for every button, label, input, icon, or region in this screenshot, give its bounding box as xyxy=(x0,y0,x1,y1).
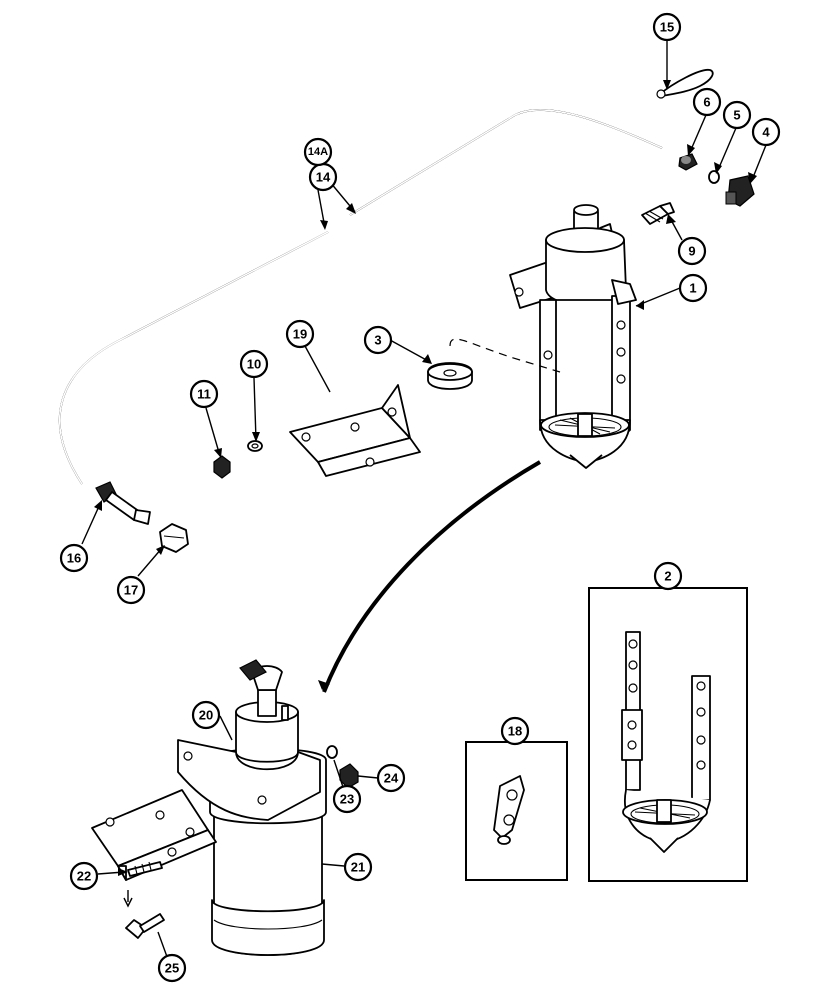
compression-nut xyxy=(678,153,698,171)
callout-20: 20 xyxy=(191,700,221,730)
callout-19: 19 xyxy=(285,319,315,349)
callout-label: 23 xyxy=(340,792,354,807)
callout-label: 2 xyxy=(664,569,671,584)
relocation-arrow xyxy=(322,460,542,693)
elbow-fitting xyxy=(725,175,755,207)
callout-18: 18 xyxy=(500,716,530,746)
callout-label: 4 xyxy=(762,125,770,140)
callout-label: 14 xyxy=(316,170,331,185)
callout-label: 11 xyxy=(197,387,211,402)
callout-label: 9 xyxy=(688,244,695,259)
callout-15: 15 xyxy=(652,12,682,42)
callout-6: 6 xyxy=(692,87,722,117)
callout-label: 14A xyxy=(308,146,328,158)
callout-label: 21 xyxy=(351,860,365,875)
callout-label: 22 xyxy=(77,869,91,884)
callout-label: 17 xyxy=(124,583,138,598)
callout-17: 17 xyxy=(116,575,146,605)
nut-part xyxy=(213,455,231,479)
callout-label: 5 xyxy=(733,108,740,123)
plug-part xyxy=(427,362,473,390)
callout-3: 3 xyxy=(363,325,393,355)
callout-14: 14 xyxy=(308,162,338,192)
callout-11: 11 xyxy=(189,379,219,409)
connector-fitting xyxy=(95,481,151,525)
callout-label: 16 xyxy=(67,551,81,566)
callout-label: 3 xyxy=(374,333,381,348)
callout-21: 21 xyxy=(343,852,373,882)
callout-25: 25 xyxy=(157,953,187,983)
tube-line xyxy=(58,108,663,485)
callout-5: 5 xyxy=(722,100,752,130)
callout-label: 20 xyxy=(199,708,213,723)
callout-label: 24 xyxy=(384,771,399,786)
kit-box-18 xyxy=(465,741,568,881)
receiver-dryer xyxy=(91,659,359,956)
callout-22: 22 xyxy=(69,861,99,891)
callout-24: 24 xyxy=(376,763,406,793)
callout-label: 18 xyxy=(508,724,522,739)
callout-4: 4 xyxy=(751,117,781,147)
callout-10: 10 xyxy=(239,349,269,379)
callout-label: 10 xyxy=(247,357,261,372)
clamp-part xyxy=(656,69,714,99)
angle-bracket xyxy=(289,384,421,477)
callout-16: 16 xyxy=(59,543,89,573)
washer-part xyxy=(247,440,263,452)
filter-assembly xyxy=(509,204,637,469)
callout-1: 1 xyxy=(678,273,708,303)
callout-label: 19 xyxy=(293,327,307,342)
hex-plug xyxy=(159,523,189,553)
callout-9: 9 xyxy=(677,236,707,266)
callout-label: 1 xyxy=(689,281,696,296)
relocation-arrowhead xyxy=(318,680,330,690)
callout-2: 2 xyxy=(653,561,683,591)
kit-box-2 xyxy=(588,587,748,882)
callout-label: 15 xyxy=(660,20,674,35)
leader-lines xyxy=(81,40,767,966)
callout-label: 25 xyxy=(165,961,179,976)
callout-14a: 14A xyxy=(303,137,333,167)
callout-label: 6 xyxy=(703,95,710,110)
callout-23: 23 xyxy=(332,784,362,814)
compression-sleeve xyxy=(708,170,720,184)
dashed-link xyxy=(449,338,561,373)
